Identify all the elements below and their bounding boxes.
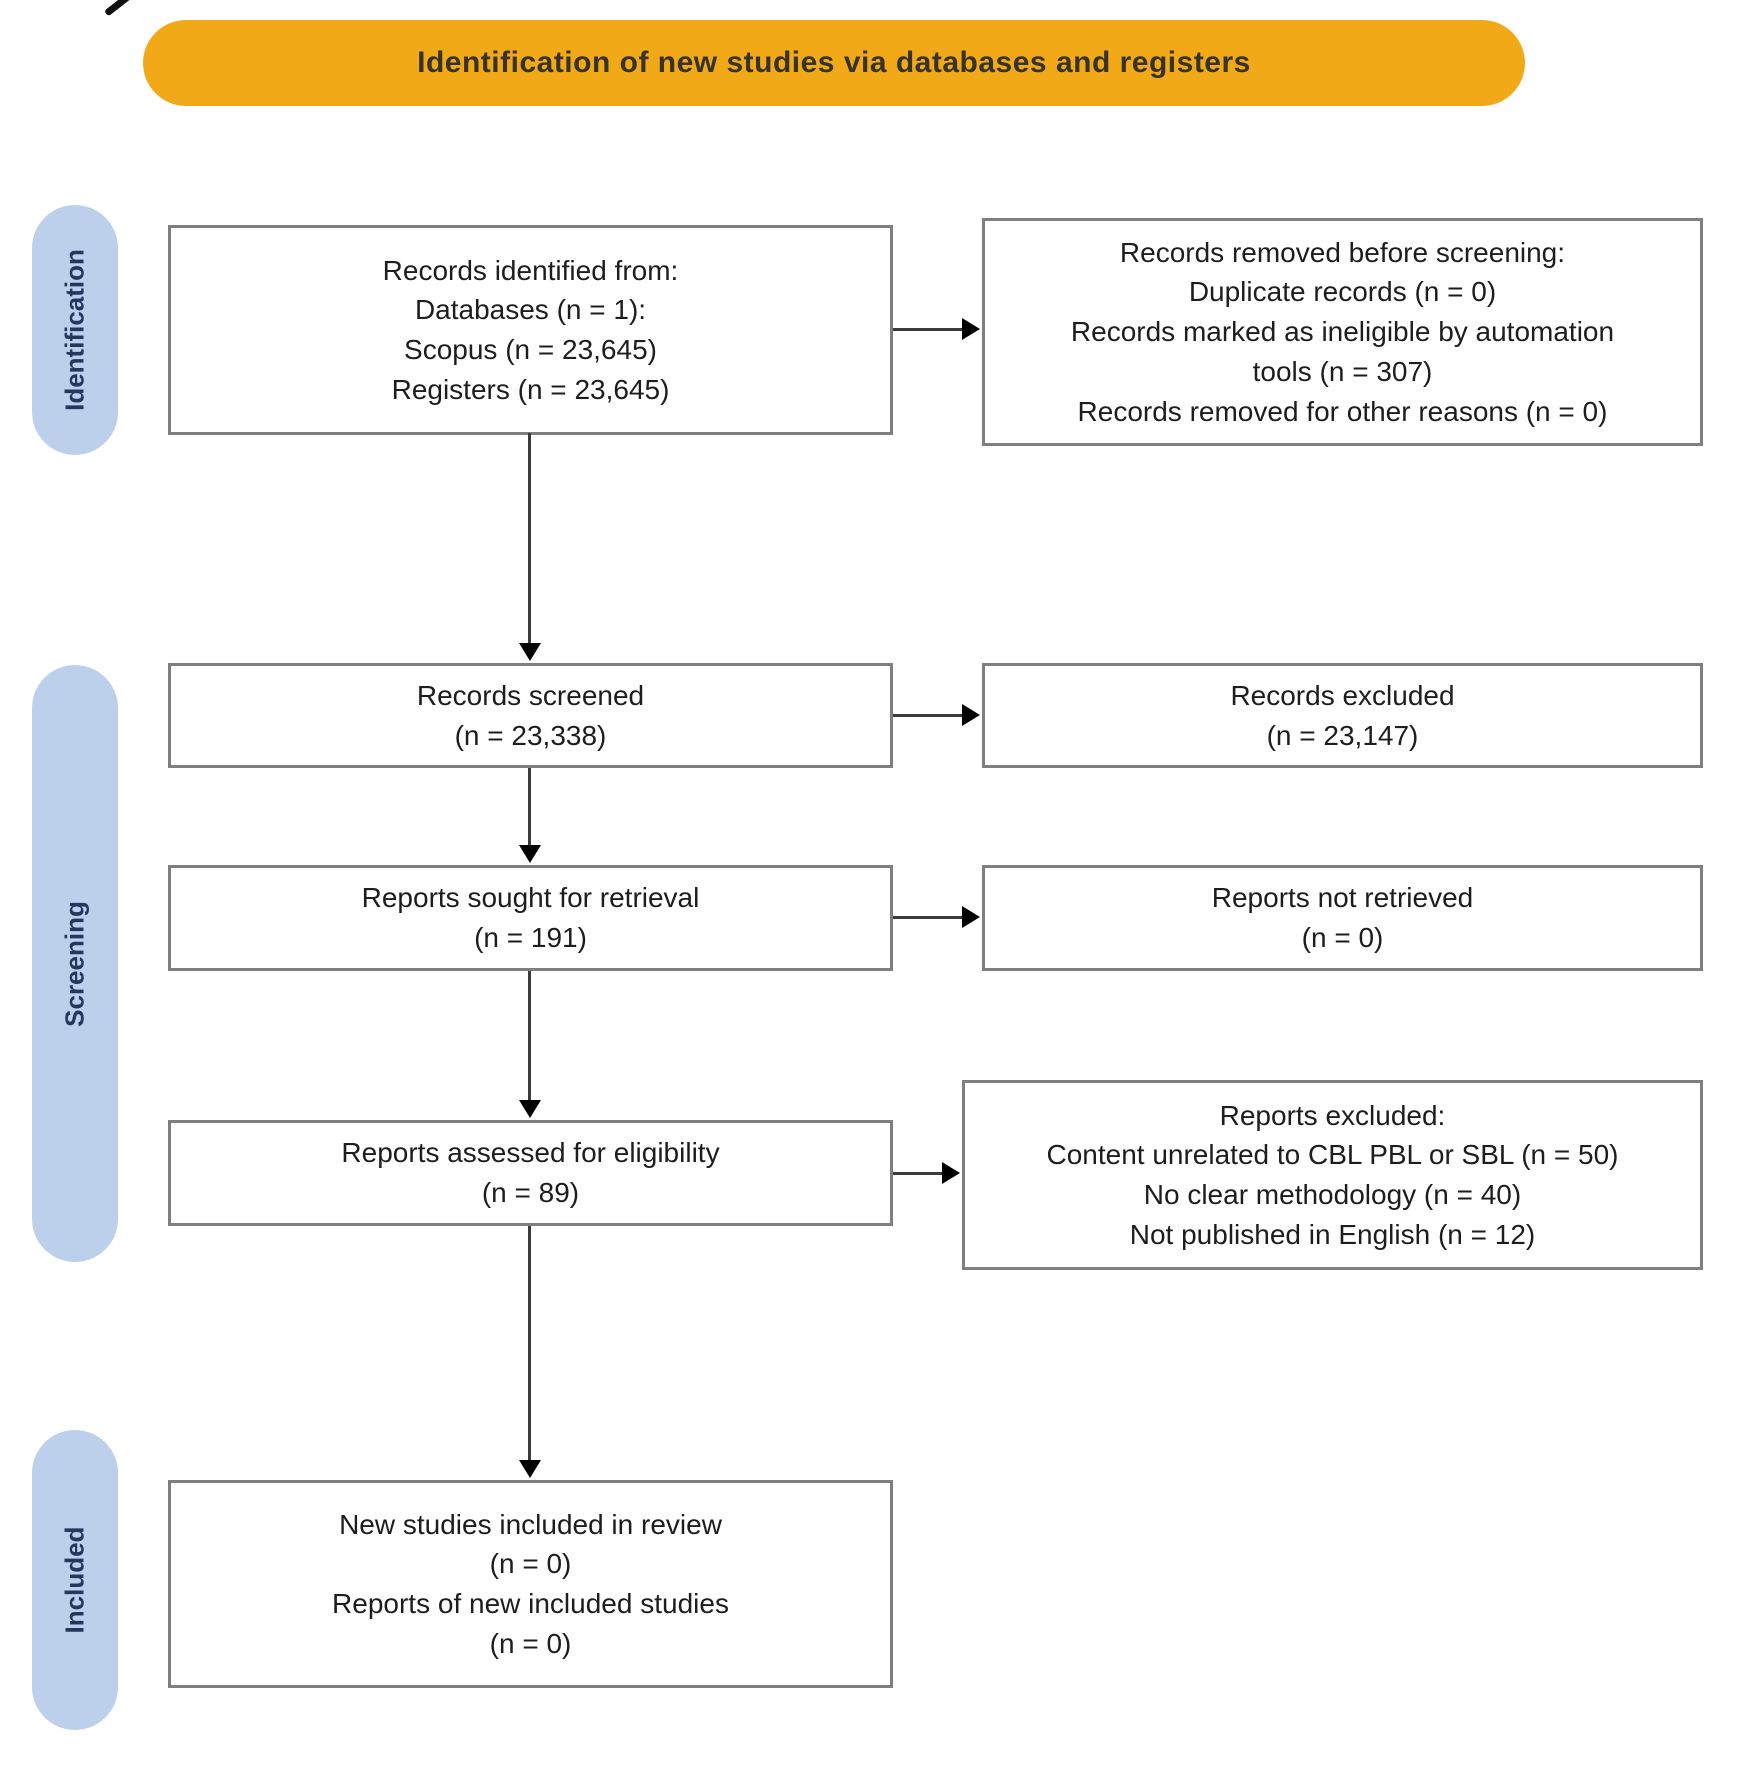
arrow-sought-to-assessed-line <box>528 971 531 1101</box>
arrow-screened-to-excluded-head <box>962 704 980 726</box>
box-records-excluded-text: Records excluded (n = 23,147) <box>1230 679 1455 751</box>
arrow-identified-to-removed-head <box>962 318 980 340</box>
box-reports-assessed: Reports assessed for eligibility (n = 89… <box>168 1120 893 1226</box>
box-reports-excluded-text: Reports excluded: Content unrelated to C… <box>1046 1099 1619 1250</box>
box-new-studies-included: New studies included in review (n = 0) R… <box>168 1480 893 1688</box>
cropped-caption-mark <box>104 0 132 17</box>
box-records-screened-text: Records screened (n = 23,338) <box>416 679 645 751</box>
box-records-removed-text: Records removed before screening: Duplic… <box>1070 236 1615 427</box>
box-reports-sought: Reports sought for retrieval (n = 191) <box>168 865 893 971</box>
box-records-identified: Records identified from: Databases (n = … <box>168 225 893 435</box>
arrow-assessed-to-included-line <box>528 1226 531 1461</box>
box-reports-sought-text: Reports sought for retrieval (n = 191) <box>361 882 700 953</box>
arrow-screened-to-sought-head <box>519 845 541 863</box>
stage-pill-included: Included <box>32 1430 118 1730</box>
arrow-identified-to-removed-line <box>893 328 965 331</box>
box-reports-not-retrieved: Reports not retrieved (n = 0) <box>982 865 1703 971</box>
box-reports-excluded: Reports excluded: Content unrelated to C… <box>962 1080 1703 1270</box>
arrow-identified-to-screened-line <box>528 433 531 645</box>
arrow-sought-to-notretrieved-line <box>893 916 965 919</box>
arrow-sought-to-notretrieved-head <box>962 906 980 928</box>
arrow-assessed-to-repexcluded-line <box>893 1172 945 1175</box>
stage-pill-identification: Identification <box>32 205 118 455</box>
box-records-screened: Records screened (n = 23,338) <box>168 663 893 768</box>
stage-pill-screening: Screening <box>32 665 118 1262</box>
arrow-screened-to-excluded-line <box>893 714 965 717</box>
box-new-studies-included-text: New studies included in review (n = 0) R… <box>332 1508 729 1659</box>
stage-label-identification: Identification <box>59 249 90 411</box>
arrow-assessed-to-repexcluded-head <box>942 1162 960 1184</box>
box-reports-not-retrieved-text: Reports not retrieved (n = 0) <box>1211 882 1474 953</box>
stage-label-screening: Screening <box>59 900 90 1027</box>
arrow-screened-to-sought-line <box>528 768 531 846</box>
box-records-identified-text: Records identified from: Databases (n = … <box>382 254 679 405</box>
banner-title: Identification of new studies via databa… <box>417 46 1251 79</box>
arrow-assessed-to-included-head <box>519 1460 541 1478</box>
box-records-excluded: Records excluded (n = 23,147) <box>982 663 1703 768</box>
box-reports-assessed-text: Reports assessed for eligibility (n = 89… <box>341 1137 720 1208</box>
arrow-identified-to-screened-head <box>519 643 541 661</box>
banner: Identification of new studies via databa… <box>143 20 1525 106</box>
stage-label-included: Included <box>59 1526 90 1634</box>
box-records-removed: Records removed before screening: Duplic… <box>982 218 1703 446</box>
arrow-sought-to-assessed-head <box>519 1100 541 1118</box>
